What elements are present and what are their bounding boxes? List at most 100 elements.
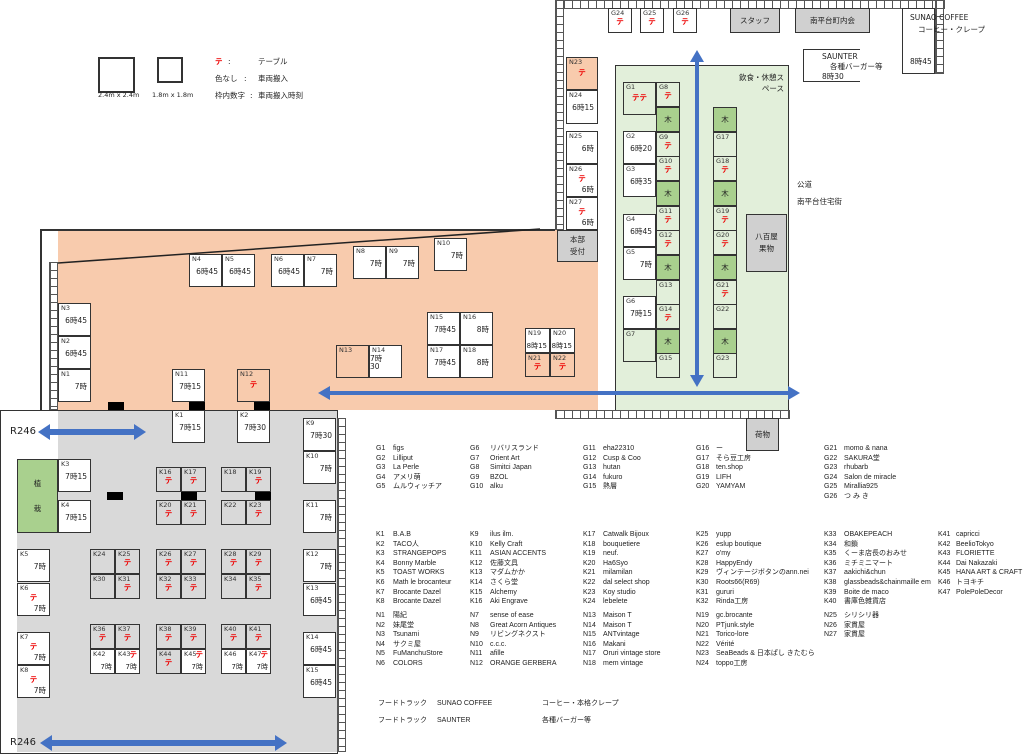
booth-k30[interactable]: K30 (90, 574, 115, 599)
booth-k34[interactable]: K34 (221, 574, 246, 599)
table-marker: テ (164, 633, 173, 643)
booth-k22[interactable]: K22 (221, 500, 246, 525)
booth-k24[interactable]: K24 (90, 549, 115, 574)
table-marker: テ (616, 17, 624, 27)
booth-g7[interactable]: G7 (623, 329, 656, 362)
obstacle (254, 402, 270, 410)
shop-list-name: eslup boutique (716, 540, 762, 548)
table-marker: テ (189, 509, 198, 519)
booth-id: K6 (20, 584, 29, 592)
planting: 植栽 (17, 459, 58, 533)
booth-g22[interactable]: G22 (713, 304, 737, 329)
neighborhood-assoc: 南平台町内会 (795, 8, 870, 33)
booth-k18[interactable]: K18 (221, 467, 246, 492)
shop-list-name: La Perle (393, 464, 420, 472)
booth-n13[interactable]: N13 (336, 345, 369, 378)
